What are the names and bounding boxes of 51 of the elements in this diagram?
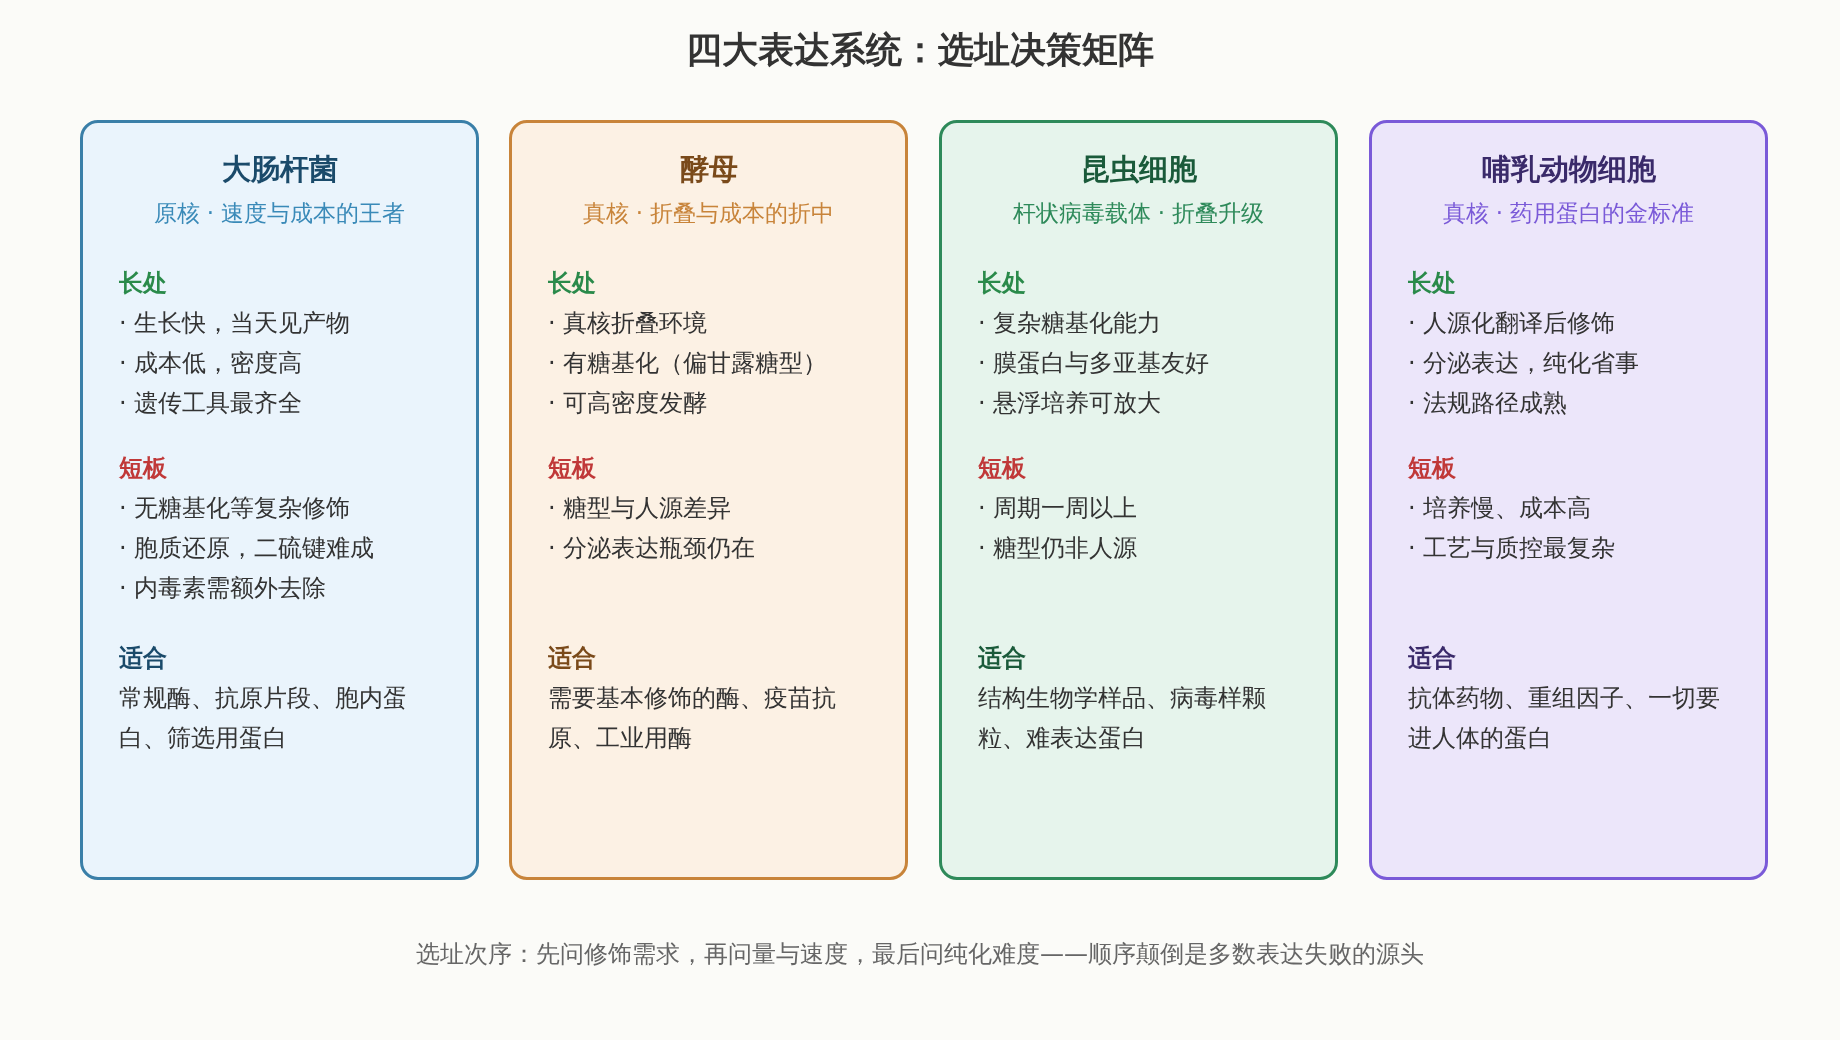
bullet-item: · 分泌表达，纯化省事 [1408, 348, 1640, 379]
bullet-item: · 成本低，密度高 [119, 348, 303, 379]
bullet-item: · 生长快，当天见产物 [119, 308, 351, 339]
section-heading: 适合 [1408, 643, 1456, 674]
body-text: 抗体药物、重组因子、一切要进人体的蛋白 [1408, 683, 1721, 754]
bullet-item: · 无糖基化等复杂修饰 [119, 493, 351, 524]
card-panel [1369, 120, 1768, 880]
card-panel [80, 120, 479, 880]
section-heading: 短板 [548, 453, 596, 484]
bullet-item: · 膜蛋白与多亚基友好 [978, 348, 1210, 379]
bullet-item: · 周期一周以上 [978, 493, 1138, 524]
bullet-item: · 内毒素需额外去除 [119, 573, 327, 604]
section-heading: 适合 [548, 643, 596, 674]
card-panel [509, 120, 908, 880]
caption-text: 选址次序：先问修饰需求，再问量与速度，最后问纯化难度——顺序颠倒是多数表达失败的源头 [416, 939, 1424, 970]
bullet-item: · 工艺与质控最复杂 [1408, 533, 1616, 564]
section-heading: 长处 [978, 268, 1026, 299]
bullet-item: · 分泌表达瓶颈仍在 [548, 533, 756, 564]
diagram-title: 四大表达系统：选址决策矩阵 [686, 28, 1154, 72]
card-panel [939, 120, 1338, 880]
section-heading: 长处 [1408, 268, 1456, 299]
bullet-item: · 培养慢、成本高 [1408, 493, 1592, 524]
bullet-item: · 遗传工具最齐全 [119, 388, 303, 419]
card-title: 酵母 [679, 151, 738, 188]
bullet-item: · 悬浮培养可放大 [978, 388, 1162, 419]
section-heading: 长处 [119, 268, 167, 299]
bullet-item: · 真核折叠环境 [548, 308, 708, 339]
card-subtitle: 真核 · 药用蛋白的金标准 [1442, 199, 1695, 228]
bullet-item: · 糖型仍非人源 [978, 533, 1138, 564]
card-title: 昆虫细胞 [1080, 151, 1197, 188]
section-heading: 短板 [1408, 453, 1456, 484]
body-text: 结构生物学样品、病毒样颗粒、难表达蛋白 [978, 683, 1267, 754]
bullet-item: · 有糖基化（偏甘露糖型） [548, 348, 828, 379]
bullet-item: · 人源化翻译后修饰 [1408, 308, 1616, 339]
bullet-item: · 糖型与人源差异 [548, 493, 732, 524]
card-title: 大肠杆菌 [221, 151, 338, 188]
body-text: 需要基本修饰的酶、疫苗抗原、工业用酶 [548, 683, 837, 754]
section-heading: 适合 [978, 643, 1026, 674]
section-heading: 短板 [119, 453, 167, 484]
card-subtitle: 杆状病毒载体 · 折叠升级 [1012, 199, 1265, 228]
bullet-item: · 复杂糖基化能力 [978, 308, 1162, 339]
bullet-item: · 胞质还原，二硫键难成 [119, 533, 375, 564]
section-heading: 长处 [548, 268, 596, 299]
card-subtitle: 真核 · 折叠与成本的折中 [582, 199, 835, 228]
section-heading: 短板 [978, 453, 1026, 484]
card-title: 哺乳动物细胞 [1481, 151, 1656, 188]
bullet-item: · 可高密度发酵 [548, 388, 708, 419]
card-subtitle: 原核 · 速度与成本的王者 [153, 199, 406, 228]
section-heading: 适合 [119, 643, 167, 674]
bullet-item: · 法规路径成熟 [1408, 388, 1568, 419]
body-text: 常规酶、抗原片段、胞内蛋白、筛选用蛋白 [119, 683, 408, 754]
